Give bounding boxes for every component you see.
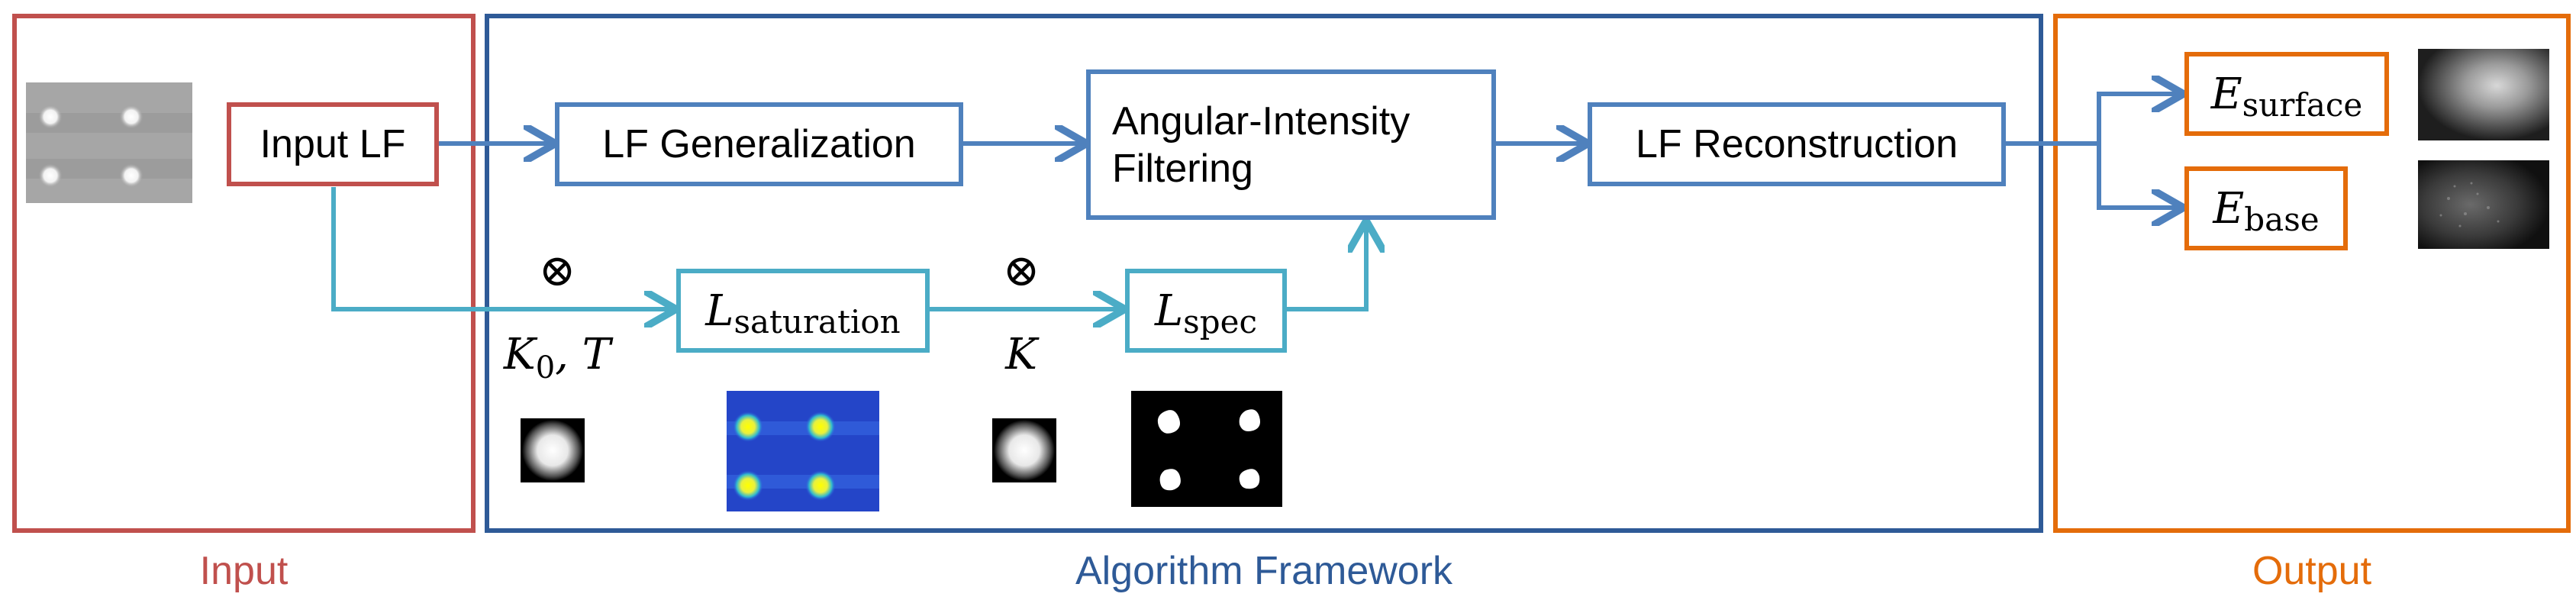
input-lf-image [26,82,192,203]
e-base-sub: base [2244,200,2320,238]
k0-t-label: K0, T [496,330,618,386]
algorithm-framework-panel [485,14,2043,533]
input-lf-label: Input LF [260,122,406,166]
arrow-input-to-saturation [331,187,672,309]
input-panel [12,14,476,533]
kernel-k-image [992,418,1056,482]
k-label: K [1005,330,1037,379]
angular-intensity-label: Angular-Intensity [1112,98,1411,144]
input-caption: Input [199,549,289,593]
kernel-k0-image [521,418,585,482]
output-caption: Output [2252,549,2372,593]
e-base-main: E [2213,183,2245,234]
output-panel [2053,14,2571,533]
lf-generalization-label: LF Generalization [602,122,916,166]
convolution-symbol-2: ⊗ [1002,244,1040,296]
spec-mask-image [1131,391,1282,507]
k0-rest: , T [555,330,611,379]
e-base-image [2418,160,2549,249]
angular-intensity-filtering-box: Angular-Intensity Filtering [1086,69,1496,220]
arrow-split-to-ebase [2097,144,2179,208]
lf-reconstruction-box: LF Reconstruction [1588,102,2006,186]
k0-main: K [503,330,536,379]
k0-sub: 0 [535,350,556,386]
arrow-reconstruction-to-outputs [2006,94,2179,146]
filtering-label: Filtering [1112,146,1253,191]
saturation-heatmap-image [727,391,879,511]
e-surface-image [2418,49,2549,140]
l-spec-main: L [1154,286,1184,336]
convolution-symbol-1: ⊗ [538,244,576,296]
algorithm-framework-caption: Algorithm Framework [1075,549,1453,593]
l-spec-sub: spec [1183,302,1257,340]
lf-reconstruction-label: LF Reconstruction [1636,122,1958,166]
input-lf-box: Input LF [227,102,439,186]
e-surface-main: E [2210,69,2242,119]
arrow-spec-to-filtering [1287,225,1366,311]
e-surface-sub: surface [2242,85,2363,124]
l-saturation-sub: saturation [733,302,901,340]
lf-generalization-box: LF Generalization [555,102,963,186]
l-saturation-main: L [705,286,734,336]
